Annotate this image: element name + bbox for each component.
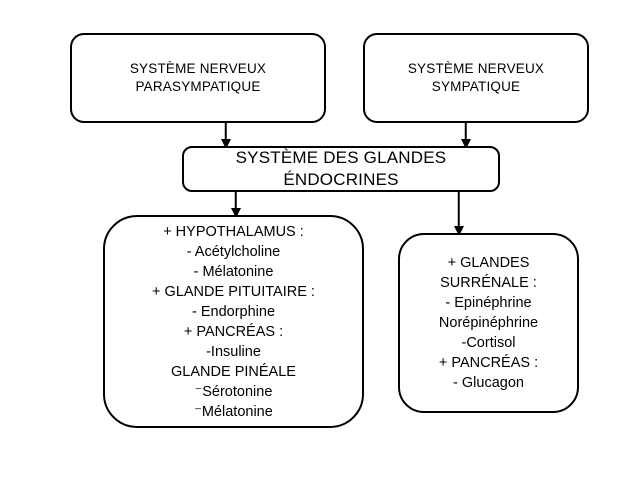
node-hypothalamus-label: + HYPOTHALAMUS : - Acétylcholine - Mélat… [152,223,315,420]
node-hypothalamus-pituitary-pancreas-pineal-group[interactable]: + HYPOTHALAMUS : - Acétylcholine - Mélat… [103,215,364,428]
node-endocrine-gland-system[interactable]: SYSTÈME DES GLANDES ÉNDOCRINES [182,146,500,192]
arrow-endocrine-to-hypothalamus-icon [229,191,243,218]
arrow-sympathetic-to-endocrine-icon [459,122,473,149]
node-adrenal-label: + GLANDES SURRÉNALE : - Epinéphrine Noré… [438,255,539,391]
arrow-shaft [457,191,460,235]
arrow-parasympathetic-to-endocrine-icon [219,122,233,149]
node-sympathetic-nervous-system[interactable]: SYSTÈME NERVEUX SYMPATIQUE [363,33,589,123]
node-endocrine-label: SYSTÈME DES GLANDES ÉNDOCRINES [235,147,447,189]
arrow-head [454,226,464,236]
node-sympathetic-label: SYSTÈME NERVEUX SYMPATIQUE [407,61,545,94]
arrow-shaft [234,191,237,217]
arrow-shaft [224,122,227,148]
arrow-head [221,139,231,149]
node-parasympathetic-label: SYSTÈME NERVEUX PARASYMPATIQUE [129,61,267,94]
arrow-head [461,139,471,149]
node-adrenal-gland-pancreas-group[interactable]: + GLANDES SURRÉNALE : - Epinéphrine Noré… [398,233,579,413]
arrow-endocrine-to-adrenal-icon [452,191,466,236]
arrow-head [231,208,241,218]
node-parasympathetic-nervous-system[interactable]: SYSTÈME NERVEUX PARASYMPATIQUE [70,33,326,123]
arrow-shaft [464,122,467,148]
